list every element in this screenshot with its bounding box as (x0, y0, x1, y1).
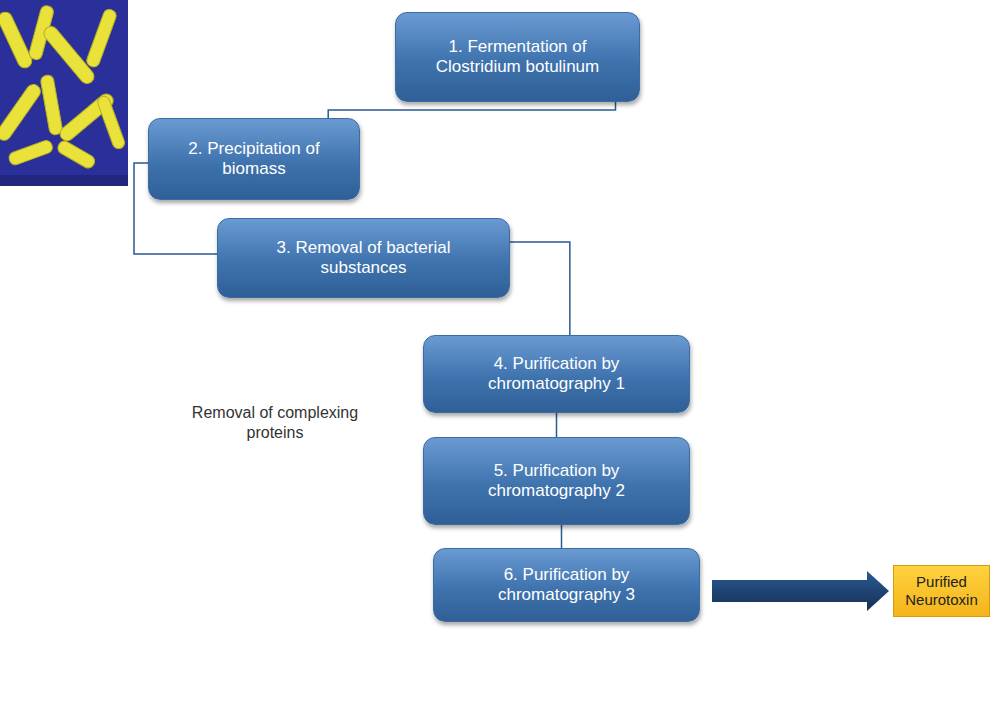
step-text: Purified Neurotoxin (900, 573, 983, 609)
process-box: 4. Purification by chromatography 1 (423, 335, 690, 413)
process-box: 1. Fermentation of Clostridium botulinum (395, 12, 640, 102)
bacteria-micrograph (0, 0, 128, 186)
step-text: 6. Purification by chromatography 3 (474, 565, 659, 606)
step-text: 4. Purification by chromatography 1 (464, 354, 649, 395)
process-box: 6. Purification by chromatography 3 (433, 548, 700, 622)
process-box: 3. Removal of bacterial substances (217, 218, 510, 298)
flow-line (556, 413, 558, 437)
block-arrow (712, 571, 889, 611)
result-box: Purified Neurotoxin (893, 565, 990, 617)
flow-line (328, 102, 615, 118)
flow-line (510, 242, 570, 335)
step-text: 3. Removal of bacterial substances (258, 238, 469, 279)
flow-line (561, 525, 563, 548)
stage-label: Removal of complexing proteins (180, 403, 370, 443)
step-text: 2. Precipitation of biomass (169, 139, 339, 180)
step-text: 1. Fermentation of Clostridium botulinum (426, 37, 609, 78)
process-box: 5. Purification by chromatography 2 (423, 437, 690, 525)
process-box: 2. Precipitation of biomass (148, 118, 360, 200)
step-text: 5. Purification by chromatography 2 (464, 461, 649, 502)
